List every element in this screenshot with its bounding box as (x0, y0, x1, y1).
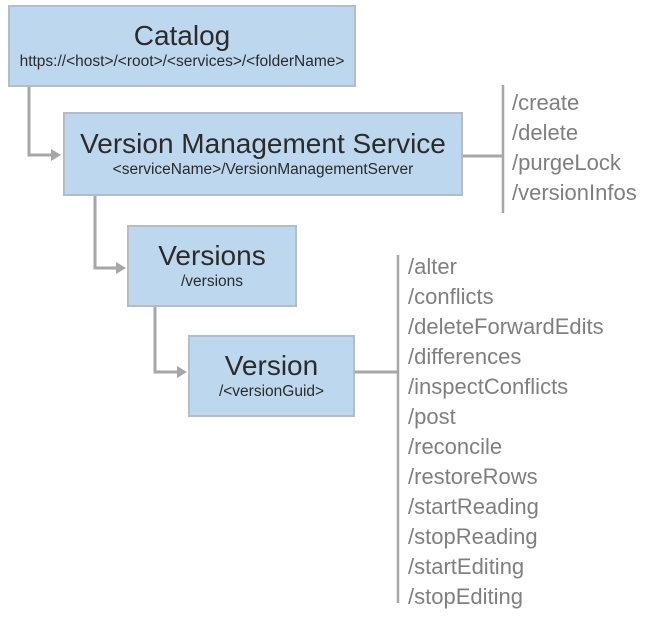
operation-item: /versionInfos (512, 180, 637, 205)
operation-item: /startEditing (408, 554, 525, 579)
operation-item: /stopEditing (408, 584, 523, 609)
operation-item: /conflicts (408, 284, 494, 309)
operation-item: /purgeLock (512, 150, 621, 175)
node-version-management-service: Version Management Service <serviceName>… (63, 112, 463, 196)
arrowhead-version (177, 366, 187, 378)
arrowhead-vms (51, 149, 61, 161)
node-version-title: Version (224, 350, 319, 381)
operation-item: /startReading (408, 494, 539, 519)
connector-catalog-to-vms (27, 87, 51, 157)
node-vms-subtitle: <serviceName>/VersionManagementServer (112, 161, 414, 178)
node-versions-subtitle: /versions (180, 273, 244, 290)
vms-operations-list: /create/delete/purgeLock/versionInfos (512, 88, 637, 208)
operation-item: /post (408, 404, 456, 429)
version-operations-list: /alter/conflicts/deleteForwardEdits/diff… (408, 252, 604, 612)
operation-item: /deleteForwardEdits (408, 314, 604, 339)
node-catalog-subtitle: https://<host>/<root>/<services>/<folder… (19, 53, 345, 70)
operation-item: /stopReading (408, 524, 538, 549)
operation-item: /differences (408, 344, 522, 369)
connector-versions-to-version (153, 307, 177, 374)
connector-vms-to-versions (93, 196, 116, 270)
operation-item: /create (512, 90, 580, 115)
arrowhead-versions (116, 262, 126, 274)
node-catalog-title: Catalog (133, 20, 231, 51)
node-versions: Versions /versions (127, 225, 297, 307)
node-vms-title: Version Management Service (80, 128, 446, 159)
node-catalog: Catalog https://<host>/<root>/<services>… (8, 5, 356, 87)
node-version-subtitle: /<versionGuid> (218, 383, 325, 400)
node-versions-title: Versions (158, 240, 266, 271)
operation-item: /inspectConflicts (408, 374, 569, 399)
operation-item: /delete (512, 120, 579, 145)
node-version: Version /<versionGuid> (188, 335, 355, 417)
operation-item: /reconcile (408, 434, 503, 459)
operation-item: /alter (408, 254, 457, 279)
operation-item: /restoreRows (408, 464, 538, 489)
